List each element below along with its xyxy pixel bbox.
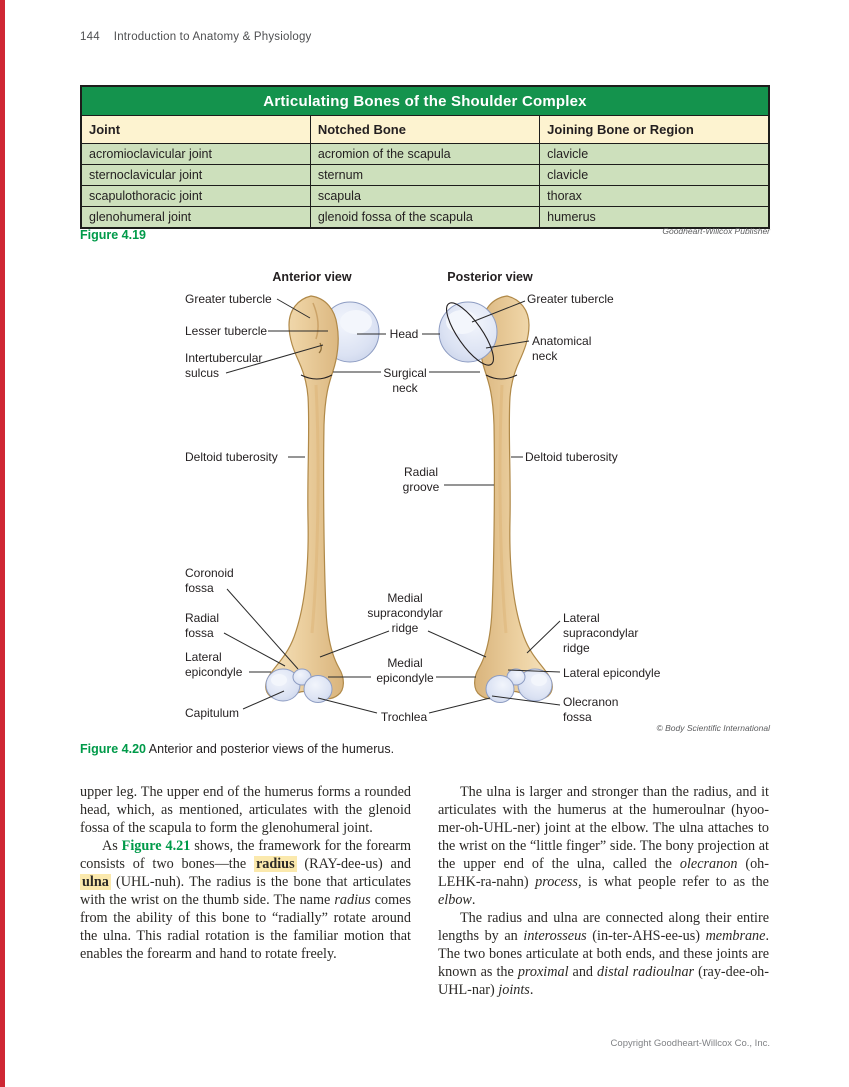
leader-line [319, 630, 390, 658]
table-caption-row: Figure 4.19 Goodheart-Willcox Publisher [80, 226, 770, 244]
table-cell: clavicle [539, 164, 770, 186]
leader-line [507, 669, 561, 673]
surgical-neck-brace-right [485, 374, 518, 380]
leader-line [226, 588, 299, 670]
figure-4-20-caption-text: Anterior and posterior views of the hume… [146, 742, 395, 756]
table-cell: acromion of the scapula [309, 143, 541, 165]
figure-label: Head [389, 327, 419, 341]
figure-4-19-label: Figure 4.19 [80, 228, 146, 242]
humerus-illustration [223, 295, 561, 714]
anatomical-neck-ring [446, 302, 494, 366]
table-cell: sternoclavicular joint [80, 164, 311, 186]
table-column-header: Joint [80, 115, 311, 144]
highlighted-term: radius [253, 856, 297, 872]
table-column-header: Joining Bone or Region [539, 115, 770, 144]
table-cell: clavicle [539, 143, 770, 165]
figure-label: Capitulum [185, 706, 240, 720]
view-title: Anterior view [272, 270, 352, 284]
figure-label: Trochlea [380, 710, 428, 724]
article-column-right: The ulna is larger and stronger than the… [438, 783, 769, 999]
page-number: 144 [80, 31, 100, 43]
leader-line [225, 344, 324, 374]
leader-line [427, 630, 487, 658]
article-column-left: upper leg. The upper end of the humerus … [80, 783, 411, 999]
view-title: Posterior view [447, 270, 533, 284]
copyright-footer: Copyright Goodheart-Willcox Co., Inc. [610, 1038, 770, 1049]
table-cell: humerus [539, 206, 770, 229]
table-cell: glenoid fossa of the scapula [309, 206, 541, 229]
leader-line [223, 632, 286, 667]
table-cell: acromioclavicular joint [80, 143, 311, 165]
leader-line [485, 340, 530, 349]
running-head: Introduction to Anatomy & Physiology [113, 31, 312, 43]
figure-label: Lateral epicondyle [563, 666, 661, 680]
figure-label: Lesser tubercle [185, 324, 268, 338]
anterior-humerus [265, 295, 380, 703]
figure-4-20-caption: Figure 4.20 Anterior and posterior views… [80, 742, 770, 756]
table-cell: scapulothoracic joint [80, 185, 311, 207]
leader-line [491, 695, 561, 706]
posterior-humerus [438, 295, 553, 703]
leader-line [242, 690, 285, 710]
table-cell: glenohumeral joint [80, 206, 311, 229]
leader-line [526, 620, 561, 654]
body-paragraph: The ulna is larger and stronger than the… [438, 784, 769, 908]
highlighted-term: ulna [80, 874, 111, 890]
article-columns: upper leg. The upper end of the humerus … [80, 783, 770, 999]
figure-label: Deltoid tuberosity [525, 450, 618, 464]
figure-4-20-label: Figure 4.20 [80, 742, 146, 756]
body-paragraph: upper leg. The upper end of the humerus … [80, 784, 411, 836]
figure-label: Greater tubercle [527, 292, 614, 306]
figure-reference: Figure 4.21 [121, 838, 191, 854]
leader-line [428, 697, 491, 714]
figure-label: Greater tubercle [185, 292, 272, 306]
table-cell: thorax [539, 185, 770, 207]
leader-line [471, 300, 526, 323]
shoulder-complex-table: Articulating Bones of the Shoulder Compl… [80, 85, 770, 229]
surgical-neck-brace-left [300, 374, 333, 380]
table-cell: scapula [309, 185, 541, 207]
page-header: 144 Introduction to Anatomy & Physiology [80, 31, 312, 43]
body-paragraph: As Figure 4.21 shows, the framework for … [80, 838, 412, 962]
figure-credit: © Body Scientific International [656, 723, 770, 733]
table-credit: Goodheart-Willcox Publisher [662, 226, 770, 236]
page-edge-stripe [0, 0, 5, 1087]
leader-line [276, 298, 311, 319]
table-cell: sternum [309, 164, 541, 186]
table-column-header: Notched Bone [309, 115, 541, 144]
figure-label: Deltoid tuberosity [185, 450, 278, 464]
table-title: Articulating Bones of the Shoulder Compl… [80, 85, 770, 116]
body-paragraph: The radius and ulna are connected along … [438, 910, 769, 998]
leader-line [317, 697, 378, 714]
